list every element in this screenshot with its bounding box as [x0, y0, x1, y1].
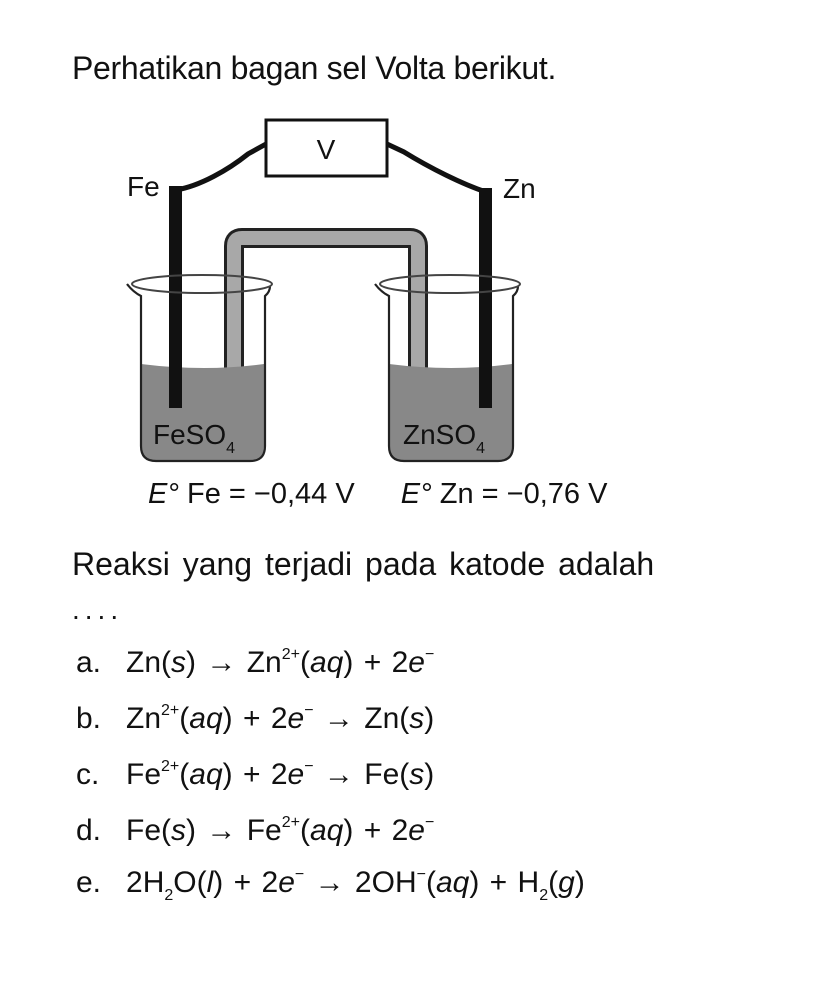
option-letter: b.	[76, 702, 102, 735]
option-letter: a.	[76, 646, 102, 679]
right-wire	[385, 141, 487, 195]
fe-electrode	[169, 186, 182, 408]
question-dots: ....	[72, 594, 124, 625]
option-equation: 2H2O(l) + 2e− → 2OH−(aq) + H2(g)	[126, 866, 585, 904]
zn-potential: E° Zn = −0,76 V	[401, 478, 608, 511]
zn-potential-value: Zn = −0,76 V	[431, 478, 608, 510]
znso4-text: ZnSO	[403, 419, 476, 450]
e-standard-symbol: E°	[148, 478, 179, 510]
fe-electrode-label: Fe	[127, 171, 160, 202]
standard-potentials: E° Fe = −0,44 V E° Zn = −0,76 V	[148, 478, 607, 511]
voltaic-cell-diagram: V Fe Zn FeSO4 ZnSO4	[126, 118, 536, 463]
option-equation: Zn2+(aq) + 2e− → Zn(s)	[126, 702, 435, 735]
znso4-label: ZnSO4	[403, 419, 485, 457]
option-c[interactable]: c. Fe2+(aq) + 2e− → Fe(s)	[76, 758, 434, 792]
intro-text: Perhatikan bagan sel Volta berikut.	[72, 50, 557, 86]
voltmeter-box	[264, 118, 389, 178]
feso4-subscript: 4	[226, 440, 235, 457]
zn-electrode-label: Zn	[503, 173, 536, 204]
option-e[interactable]: e. 2H2O(l) + 2e− → 2OH−(aq) + H2(g)	[76, 866, 585, 904]
option-letter: c.	[76, 758, 100, 791]
feso4-text: FeSO	[153, 419, 226, 450]
voltmeter-label: V	[317, 134, 336, 165]
option-d[interactable]: d. Fe(s) → Fe2+(aq) + 2e−	[76, 814, 434, 848]
option-letter: d.	[76, 814, 102, 847]
option-letter: e.	[76, 866, 102, 899]
e-standard-symbol: E°	[400, 478, 432, 510]
option-equation: Fe(s) → Fe2+(aq) + 2e−	[126, 814, 435, 847]
question-text: Reaksi yang terjadi pada katode adalah	[72, 546, 655, 582]
fe-potential-value: Fe = −0,44 V	[178, 478, 355, 510]
left-wire	[175, 141, 268, 193]
option-equation: Zn(s) → Zn2+(aq) + 2e−	[126, 646, 435, 679]
feso4-label: FeSO4	[153, 419, 235, 457]
znso4-subscript: 4	[476, 440, 485, 457]
fe-potential: E° Fe = −0,44 V	[148, 478, 355, 511]
option-a[interactable]: a. Zn(s) → Zn2+(aq) + 2e−	[76, 646, 434, 680]
left-beaker	[126, 283, 272, 463]
option-equation: Fe2+(aq) + 2e− → Fe(s)	[126, 758, 435, 791]
option-b[interactable]: b. Zn2+(aq) + 2e− → Zn(s)	[76, 702, 434, 736]
right-beaker	[374, 283, 520, 463]
zn-electrode	[479, 188, 492, 408]
